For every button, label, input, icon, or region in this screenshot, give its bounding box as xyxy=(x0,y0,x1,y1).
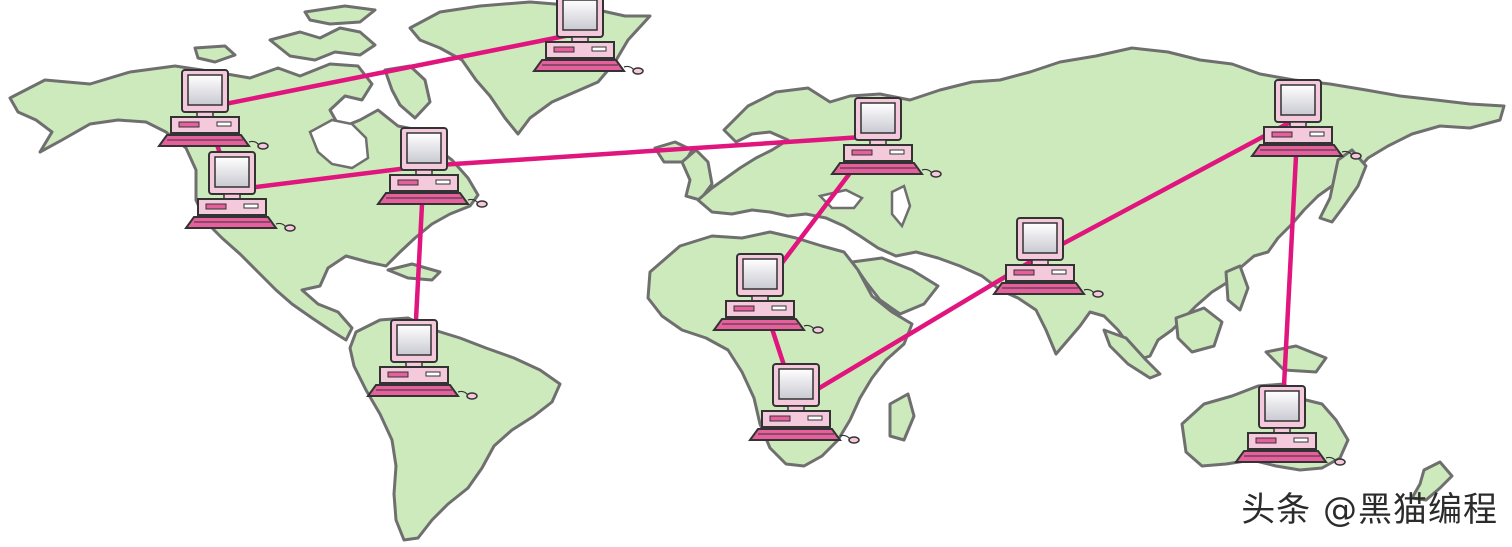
borneo-land xyxy=(1174,306,1224,354)
network-link-south-africa-india xyxy=(793,253,1043,405)
arctic-island-north-land xyxy=(303,4,377,26)
black-sea xyxy=(817,188,864,210)
new-guinea-land xyxy=(1264,344,1328,374)
watermark-text: 头条 @黑猫编程 xyxy=(1241,490,1498,530)
new-zealand-land xyxy=(1410,460,1454,502)
caspian-sea xyxy=(890,184,912,229)
network-link-canada-greenland xyxy=(202,30,583,111)
network-link-russia-east-australia xyxy=(1279,115,1301,427)
cuba-land xyxy=(386,262,442,282)
sumatra-land xyxy=(1102,328,1162,380)
network-link-india-russia-east xyxy=(1037,115,1301,259)
baffin-island-land xyxy=(383,64,432,120)
south-america-land xyxy=(348,316,562,542)
arctic-island-west-land xyxy=(193,44,237,64)
philippines-land xyxy=(1224,264,1250,312)
madagascar-land xyxy=(888,392,916,442)
arctic-islands-land xyxy=(268,26,377,62)
hudson-bay xyxy=(308,118,370,170)
arabia-land xyxy=(850,256,940,316)
network-link-usa-east-russia-west xyxy=(421,133,881,169)
network-link-usa-west-usa-east xyxy=(229,163,427,193)
